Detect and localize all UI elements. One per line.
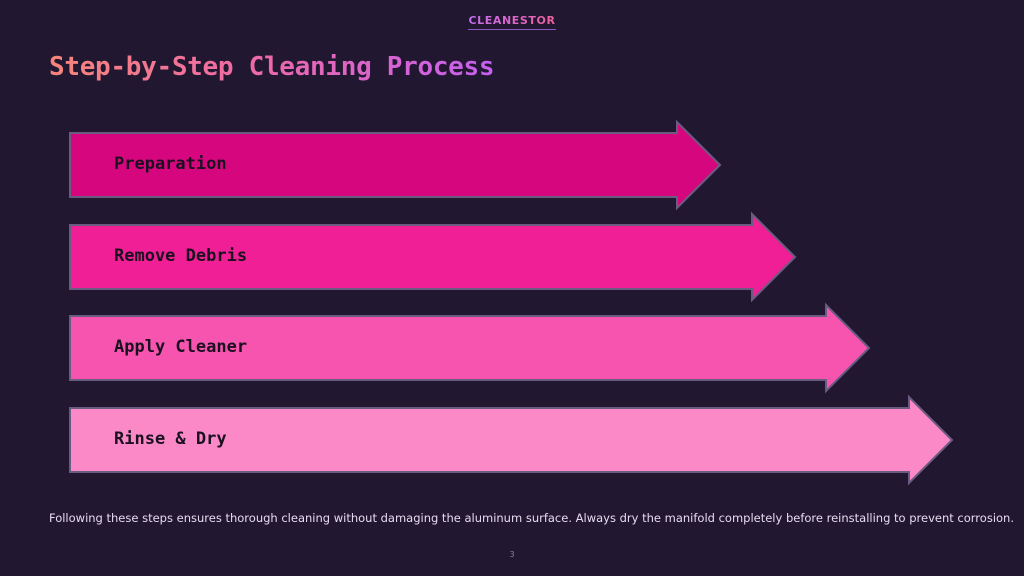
step-arrow-remove-debris	[69, 211, 797, 303]
step-arrow-preparation	[69, 119, 722, 211]
brand-logo: CLEANESTOR	[0, 11, 1024, 30]
logo-text: CLEANESTOR	[468, 14, 556, 30]
footer-note: Following these steps ensures thorough c…	[49, 511, 1014, 525]
step-label-apply-cleaner: Apply Cleaner	[114, 337, 248, 357]
page-title: Step-by-Step Cleaning Process	[49, 52, 495, 82]
step-label-remove-debris: Remove Debris	[114, 246, 248, 266]
step-label-rinse-dry: Rinse & Dry	[114, 429, 227, 449]
step-arrow-apply-cleaner	[69, 302, 871, 394]
page-number: 3	[509, 550, 515, 559]
step-arrow-rinse-dry	[69, 394, 954, 486]
step-label-preparation: Preparation	[114, 154, 227, 174]
